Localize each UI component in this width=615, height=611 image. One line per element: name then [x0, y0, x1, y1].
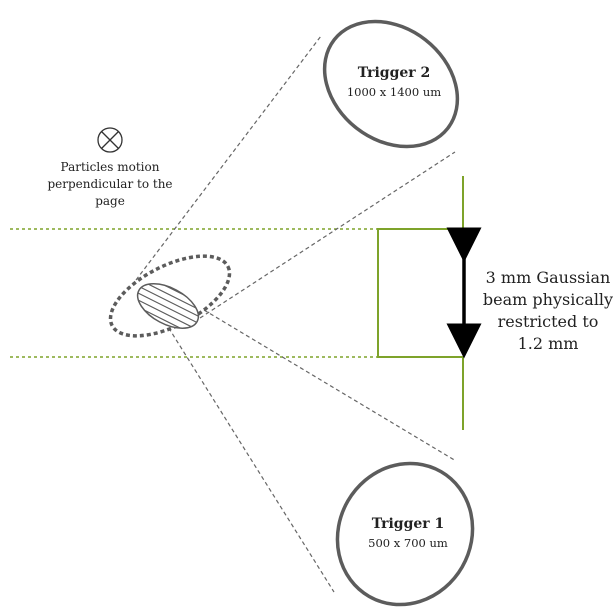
projection-line-trigger2-upper	[135, 35, 322, 281]
into-page-direction-icon	[97, 127, 123, 153]
beam-note-line3: restricted to	[498, 312, 599, 331]
particles-note-line1: Particles motion	[61, 160, 160, 174]
trigger1-size: 500 x 700 um	[368, 536, 448, 550]
beam-collimator-profile	[377, 176, 464, 430]
beam-note-line2: beam physically	[483, 290, 613, 309]
particles-note-line3: page	[95, 194, 125, 208]
projection-line-trigger1-upper	[203, 309, 457, 462]
beam-note-line1: 3 mm Gaussian	[486, 268, 611, 287]
projection-line-trigger2-lower	[199, 151, 456, 319]
beam-note-line4: 1.2 mm	[518, 334, 579, 353]
trigger1-title: Trigger 1	[372, 516, 445, 532]
trigger1-ellipse	[335, 461, 475, 607]
trigger2-title: Trigger 2	[358, 65, 431, 81]
trigger2-size: 1000 x 1400 um	[347, 85, 441, 99]
trigger2-ellipse	[322, 19, 460, 149]
projection-line-trigger1-lower	[164, 321, 335, 593]
particles-note-line2: perpendicular to the	[47, 177, 172, 191]
